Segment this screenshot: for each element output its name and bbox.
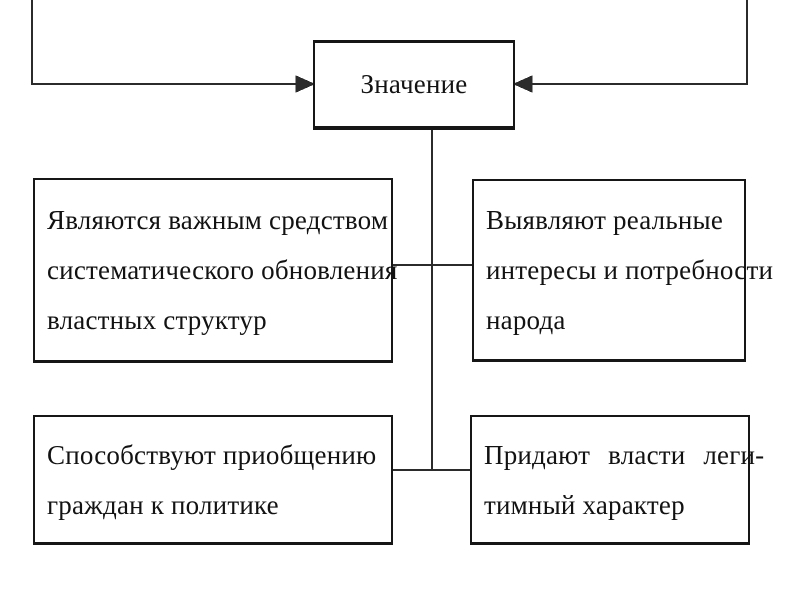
- box-text-line: граждан к политике: [47, 489, 279, 520]
- box-text-line: Придают власти леги-: [484, 439, 765, 470]
- box-text-line: интересы и потребности: [486, 255, 774, 285]
- box-renewal-of-power-structures: Являются важным средством систематическо…: [33, 178, 398, 363]
- significance-center-box: Значение: [313, 40, 515, 130]
- right-feed-line: [530, 0, 749, 86]
- left-feed-line: [30, 0, 298, 86]
- box-legitimize-power: Придают власти леги- тимный характер: [470, 415, 765, 545]
- box-text-line: тимный характер: [484, 489, 685, 520]
- significance-label: Значение: [360, 69, 468, 99]
- box-text-line: систематического обновления: [47, 255, 398, 285]
- box-text-line: Являются важным средством: [47, 205, 389, 235]
- box-text-line: Способствуют приобщению: [47, 439, 377, 470]
- box-citizen-involvement: Способствуют приобщению граждан к полити…: [33, 415, 393, 545]
- left-arrowhead-icon: [295, 75, 316, 93]
- right-arrowhead-icon: [512, 75, 533, 93]
- box-text-line: Выявляют реальные: [486, 205, 724, 235]
- box-text-line: властных структур: [47, 305, 267, 335]
- box-text-line: народа: [486, 305, 566, 335]
- box-reveal-real-interests: Выявляют реальные интересы и потребности…: [472, 179, 774, 362]
